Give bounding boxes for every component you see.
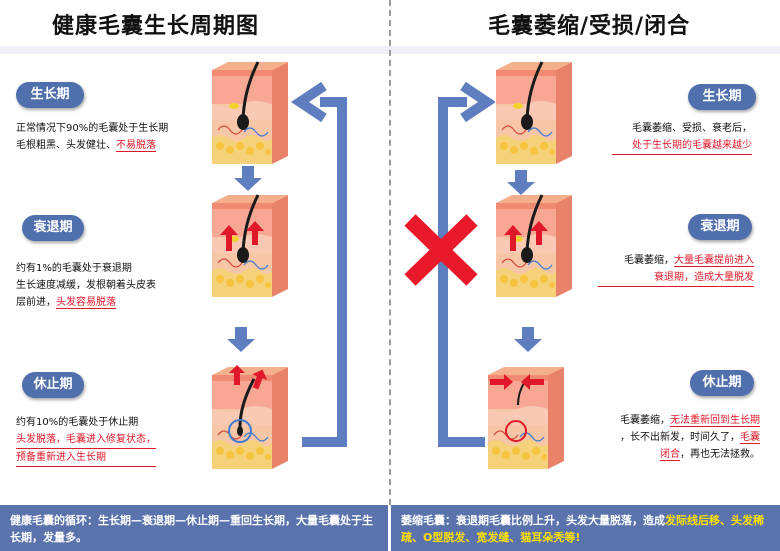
left-cycle-return-arrow bbox=[290, 81, 347, 447]
right-follicle-growth-image bbox=[494, 60, 574, 170]
right-stage-label-telogen: 休止期 bbox=[690, 370, 754, 396]
left-stage-desc-growth: 正常情况下90%的毛囊处于生长期 毛根粗黑、头发健壮、不易脱落 bbox=[16, 123, 169, 152]
left-down-arrow-1 bbox=[234, 166, 262, 191]
center-divider bbox=[389, 0, 391, 505]
left-stage-desc-catagen: 约有1%的毛囊处于衰退期 生长速度减缓，发根朝着头皮表 层前进，头发容易脱落 bbox=[16, 263, 156, 309]
left-follicle-telogen-image bbox=[210, 365, 290, 475]
right-stage-desc-telogen: 毛囊萎缩，无法重新回到生长期 ，长不出新发，时间久了，毛囊 闭合，再也无法拯救。 bbox=[620, 415, 760, 461]
right-stage-desc-growth: 毛囊萎缩、受损、衰老后， 处于生长期的毛囊越来越少 bbox=[612, 120, 752, 155]
right-down-arrow-2 bbox=[514, 327, 542, 352]
left-stage-label-growth: 生长期 bbox=[16, 82, 84, 108]
right-title: 毛囊萎缩/受损/闭合 bbox=[488, 14, 691, 39]
right-stage-label-catagen: 衰退期 bbox=[688, 214, 752, 240]
left-footer: 健康毛囊的循环：生长期—衰退期—休止期—重回生长期，大量毛囊处于生长期，发量多。 bbox=[0, 505, 388, 551]
left-down-arrow-2 bbox=[227, 327, 255, 352]
right-stage-desc-catagen: 毛囊萎缩，大量毛囊提前进入 衰退期，造成大量脱发 bbox=[598, 252, 754, 287]
left-follicle-growth-image bbox=[210, 60, 290, 170]
blocked-cross-icon bbox=[404, 214, 478, 286]
right-stage-label-growth: 生长期 bbox=[688, 84, 756, 110]
left-stage-label-catagen: 衰退期 bbox=[22, 215, 84, 241]
left-title: 健康毛囊生长周期图 bbox=[52, 14, 260, 39]
left-follicle-catagen-image bbox=[210, 193, 290, 303]
left-stage-label-telogen: 休止期 bbox=[22, 372, 84, 398]
right-footer-text-a: 萎缩毛囊：衰退期毛囊比例上升，头发大量脱落，造成 bbox=[401, 514, 665, 527]
right-follicle-catagen-image bbox=[494, 193, 574, 303]
right-footer-text-b: 发际线后移、头发稀疏、O型脱发、宽发缝、猫耳朵秃等! bbox=[401, 514, 764, 544]
right-footer: 萎缩毛囊：衰退期毛囊比例上升，头发大量脱落，造成发际线后移、头发稀疏、O型脱发、… bbox=[391, 505, 780, 551]
left-footer-text: 健康毛囊的循环：生长期—衰退期—休止期—重回生长期，大量毛囊处于生长期，发量多。 bbox=[10, 514, 373, 544]
right-follicle-closed-image bbox=[486, 365, 566, 475]
right-cycle-blocked-arrow bbox=[438, 81, 495, 447]
right-down-arrow-1 bbox=[507, 170, 535, 195]
left-stage-desc-telogen: 约有10%的毛囊处于休止期 头发脱落，毛囊进入修复状态， 预备重新进入生长期 bbox=[16, 414, 156, 467]
